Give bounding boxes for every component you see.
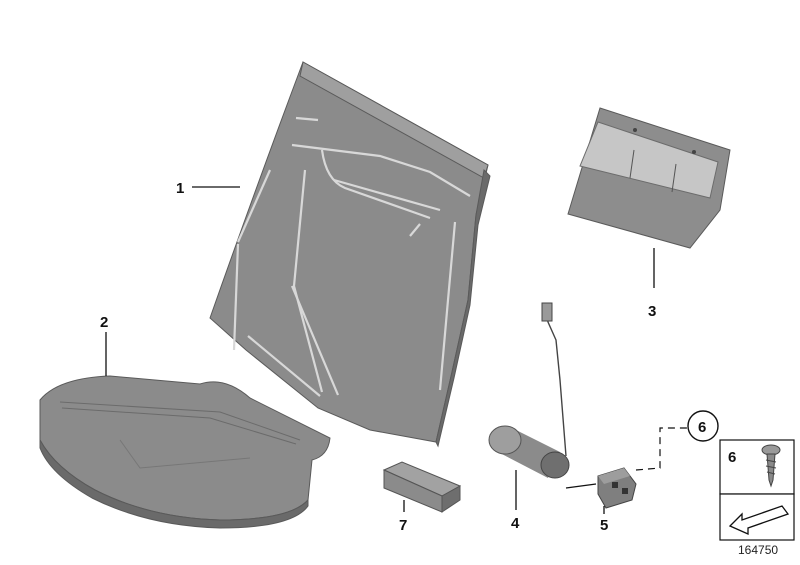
- diagram-number: 164750: [738, 543, 778, 557]
- foam-block[interactable]: [382, 461, 462, 513]
- screw-icon: [761, 444, 781, 488]
- legend-box: 6: [719, 439, 795, 541]
- callout-4[interactable]: 4: [511, 515, 520, 532]
- leader-6-dashed: [635, 427, 688, 471]
- callout-2[interactable]: 2: [100, 314, 108, 331]
- legend-screw-label: 6: [728, 449, 736, 466]
- control-module[interactable]: [597, 467, 637, 509]
- leader-cable: [565, 483, 597, 489]
- backrest-foam-pad[interactable]: [209, 61, 491, 448]
- callout-3[interactable]: 3: [648, 303, 656, 320]
- lumbar-air-cylinder[interactable]: [488, 302, 570, 479]
- callout-1[interactable]: 1: [176, 180, 184, 197]
- callout-7[interactable]: 7: [399, 517, 407, 534]
- callout-6[interactable]: 6: [698, 419, 706, 436]
- backrest-panel[interactable]: [567, 107, 731, 249]
- direction-arrow-icon: [728, 505, 790, 536]
- seat-cushion-pad[interactable]: [39, 375, 331, 529]
- callout-5[interactable]: 5: [600, 517, 608, 534]
- callout-6-circle[interactable]: 6: [687, 410, 719, 442]
